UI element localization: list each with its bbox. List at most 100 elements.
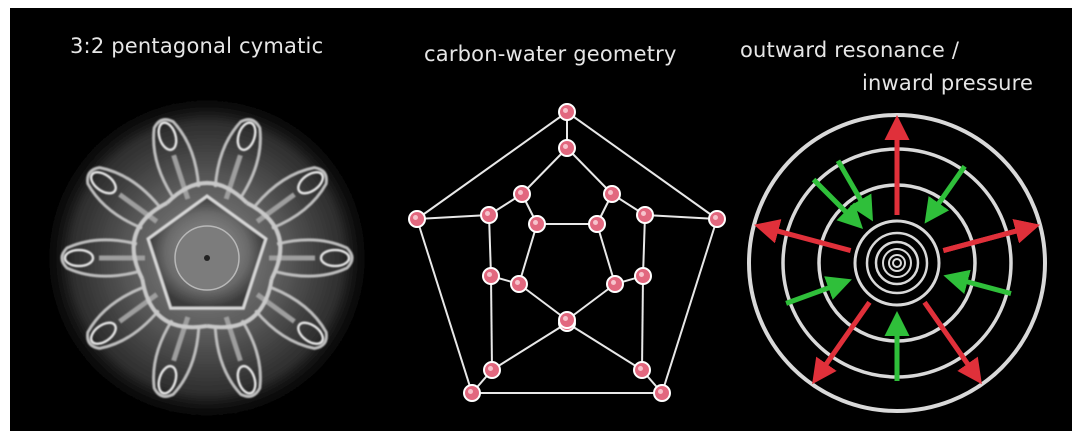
cymatic-ridge-arc xyxy=(206,278,274,330)
graph-node-highlight xyxy=(487,272,492,277)
cymatic-ridge xyxy=(246,201,283,280)
graph-edge xyxy=(488,214,492,277)
graph-node-highlight xyxy=(611,280,616,285)
graph-node xyxy=(483,361,501,379)
graph-node xyxy=(588,215,606,233)
graph-edge xyxy=(596,223,616,285)
graph-edge xyxy=(642,214,646,277)
graph-node xyxy=(480,206,498,224)
graph-edge xyxy=(518,283,568,321)
cymatic-ridge-arc xyxy=(140,278,208,330)
cymatic-lobe xyxy=(213,316,262,398)
graph-node-highlight xyxy=(593,220,598,225)
cymatic-lobe-spoke xyxy=(223,316,243,362)
graph-node-highlight xyxy=(485,211,490,216)
graph-node-highlight xyxy=(639,272,644,277)
cymatic-lobe xyxy=(254,166,328,230)
dodecahedron-graph xyxy=(408,103,726,402)
cymatic-ridge xyxy=(206,278,274,330)
cymatic-lobe-outline xyxy=(86,166,160,230)
cymatic-lobe-loop xyxy=(319,248,351,268)
graph-edge xyxy=(416,111,568,220)
graph-node xyxy=(482,267,500,285)
graph-node-highlight xyxy=(608,190,613,195)
cymatic-ridge xyxy=(131,201,168,280)
graph-node xyxy=(528,215,546,233)
cymatic-lobe-loop xyxy=(157,121,178,152)
graph-edge xyxy=(416,218,473,394)
graph-edge xyxy=(641,275,644,371)
graph-node xyxy=(634,267,652,285)
graph-edge xyxy=(416,214,490,220)
cymatic-lobe-loop xyxy=(236,121,257,152)
cymatic-lobe-spoke xyxy=(171,154,191,200)
cymatic-lobe xyxy=(152,118,201,200)
graph-node-highlight xyxy=(518,190,523,195)
cymatic-ridge-arc xyxy=(131,201,168,280)
cymatic-lobe xyxy=(86,166,160,230)
graph-node xyxy=(513,185,531,203)
cymatic-lobe xyxy=(213,118,262,200)
cymatic-lobe-outline xyxy=(276,238,354,278)
inward-arrow xyxy=(943,269,1012,296)
resonance-caption-line1: outward resonance / xyxy=(740,38,960,62)
cymatic-lobe-spoke xyxy=(255,192,296,224)
cymatic-lobe-outline xyxy=(254,166,328,230)
graph-node xyxy=(558,311,576,329)
graph-node xyxy=(653,384,671,402)
resonance-ring xyxy=(888,254,906,272)
graph-node-highlight xyxy=(658,389,663,394)
graph-node-highlight xyxy=(713,215,718,220)
graph-node xyxy=(603,185,621,203)
graph-node-highlight xyxy=(563,108,568,113)
graph-node xyxy=(463,384,481,402)
graph-edge xyxy=(491,322,568,371)
concentric-rings-arrows xyxy=(747,113,1047,413)
cymatic-lobe xyxy=(60,238,145,278)
cymatic-lobe-spoke xyxy=(171,316,191,362)
graph-edge xyxy=(521,147,568,195)
cymatic-lobe-loop xyxy=(157,364,178,395)
graph-node xyxy=(636,206,654,224)
resonance-ring xyxy=(892,258,902,268)
cymatic-lobe xyxy=(269,238,354,278)
cymatic-lobe-loop xyxy=(236,364,257,395)
resonance-ring xyxy=(882,248,912,278)
diagram-panel: 3:2 pentagonal cymatic carbon-water geom… xyxy=(10,8,1072,431)
graph-edge xyxy=(518,223,538,285)
outward-arrow xyxy=(942,219,1040,253)
graph-node-highlight xyxy=(563,316,568,321)
graph-node-highlight xyxy=(533,220,538,225)
cymatic-lobe-spoke xyxy=(118,192,159,224)
graph-node-highlight xyxy=(515,280,520,285)
graph-node xyxy=(558,139,576,157)
cymatic-lobe-spoke xyxy=(255,292,296,324)
outward-arrow xyxy=(922,300,982,385)
cymatic-lobe-loop xyxy=(63,248,95,268)
cymatic-center-dot xyxy=(204,255,210,261)
cymatic-ridge xyxy=(165,181,249,205)
cymatic-lobe-outline xyxy=(60,238,138,278)
outward-arrow xyxy=(754,219,852,253)
graph-node xyxy=(633,361,651,379)
graph-edge xyxy=(566,283,616,321)
cymatic-lobe-spoke xyxy=(223,154,243,200)
cymatic-lobe-outline xyxy=(152,319,201,398)
graph-edge xyxy=(566,322,643,371)
cymatic-ridge xyxy=(140,278,208,330)
resonance-ring xyxy=(865,231,929,295)
graph-node xyxy=(606,275,624,293)
graph-edge xyxy=(566,147,613,195)
resonance-ring xyxy=(853,219,941,307)
graph-edge xyxy=(566,111,718,220)
cymatic-lobe-outline xyxy=(152,118,201,197)
cymatic-lobe xyxy=(86,286,160,350)
inward-arrow xyxy=(811,177,864,230)
inward-arrow xyxy=(924,164,967,224)
graph-edge xyxy=(644,214,718,220)
cymatic-ridge-arc xyxy=(246,201,283,280)
resonance-ring xyxy=(874,240,920,286)
cymatic-lobe-loop xyxy=(297,321,325,345)
graph-edge xyxy=(490,275,493,371)
cymatic-lobe-loop xyxy=(89,321,117,345)
